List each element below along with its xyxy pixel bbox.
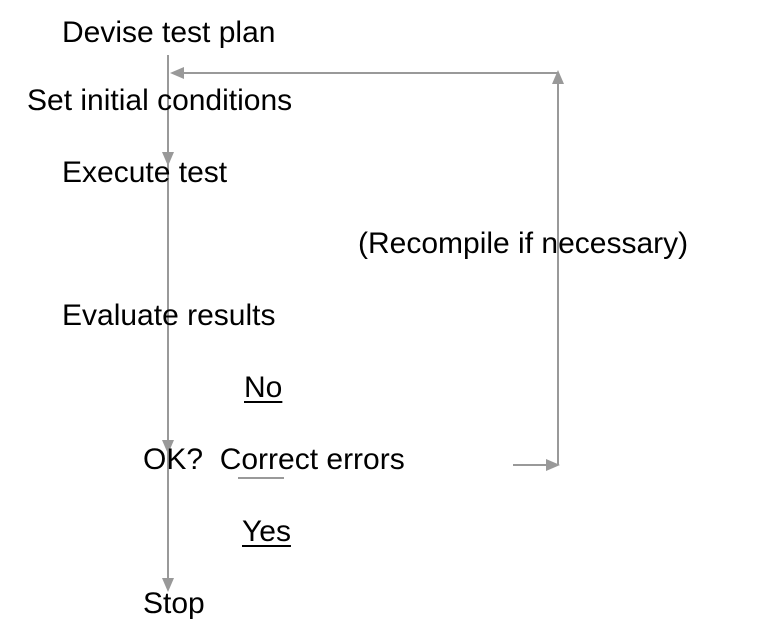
node-ok-correct-errors: OK? Correct errors <box>143 443 405 476</box>
edge-label-no: No <box>244 371 283 404</box>
node-evaluate-results: Evaluate results <box>62 299 276 332</box>
edge-label-yes: Yes <box>242 515 291 548</box>
node-set-initial-conditions: Set initial conditions <box>27 84 293 117</box>
arrowhead-up-feedback <box>552 70 564 84</box>
node-stop: Stop <box>143 587 205 620</box>
node-execute-test: Execute test <box>62 156 228 189</box>
arrowhead-right-feedback <box>546 459 560 471</box>
arrowhead-left-feedback <box>170 67 184 79</box>
node-devise-test-plan: Devise test plan <box>62 16 276 49</box>
annotation-recompile-if-necessary: (Recompile if necessary) <box>358 227 689 260</box>
